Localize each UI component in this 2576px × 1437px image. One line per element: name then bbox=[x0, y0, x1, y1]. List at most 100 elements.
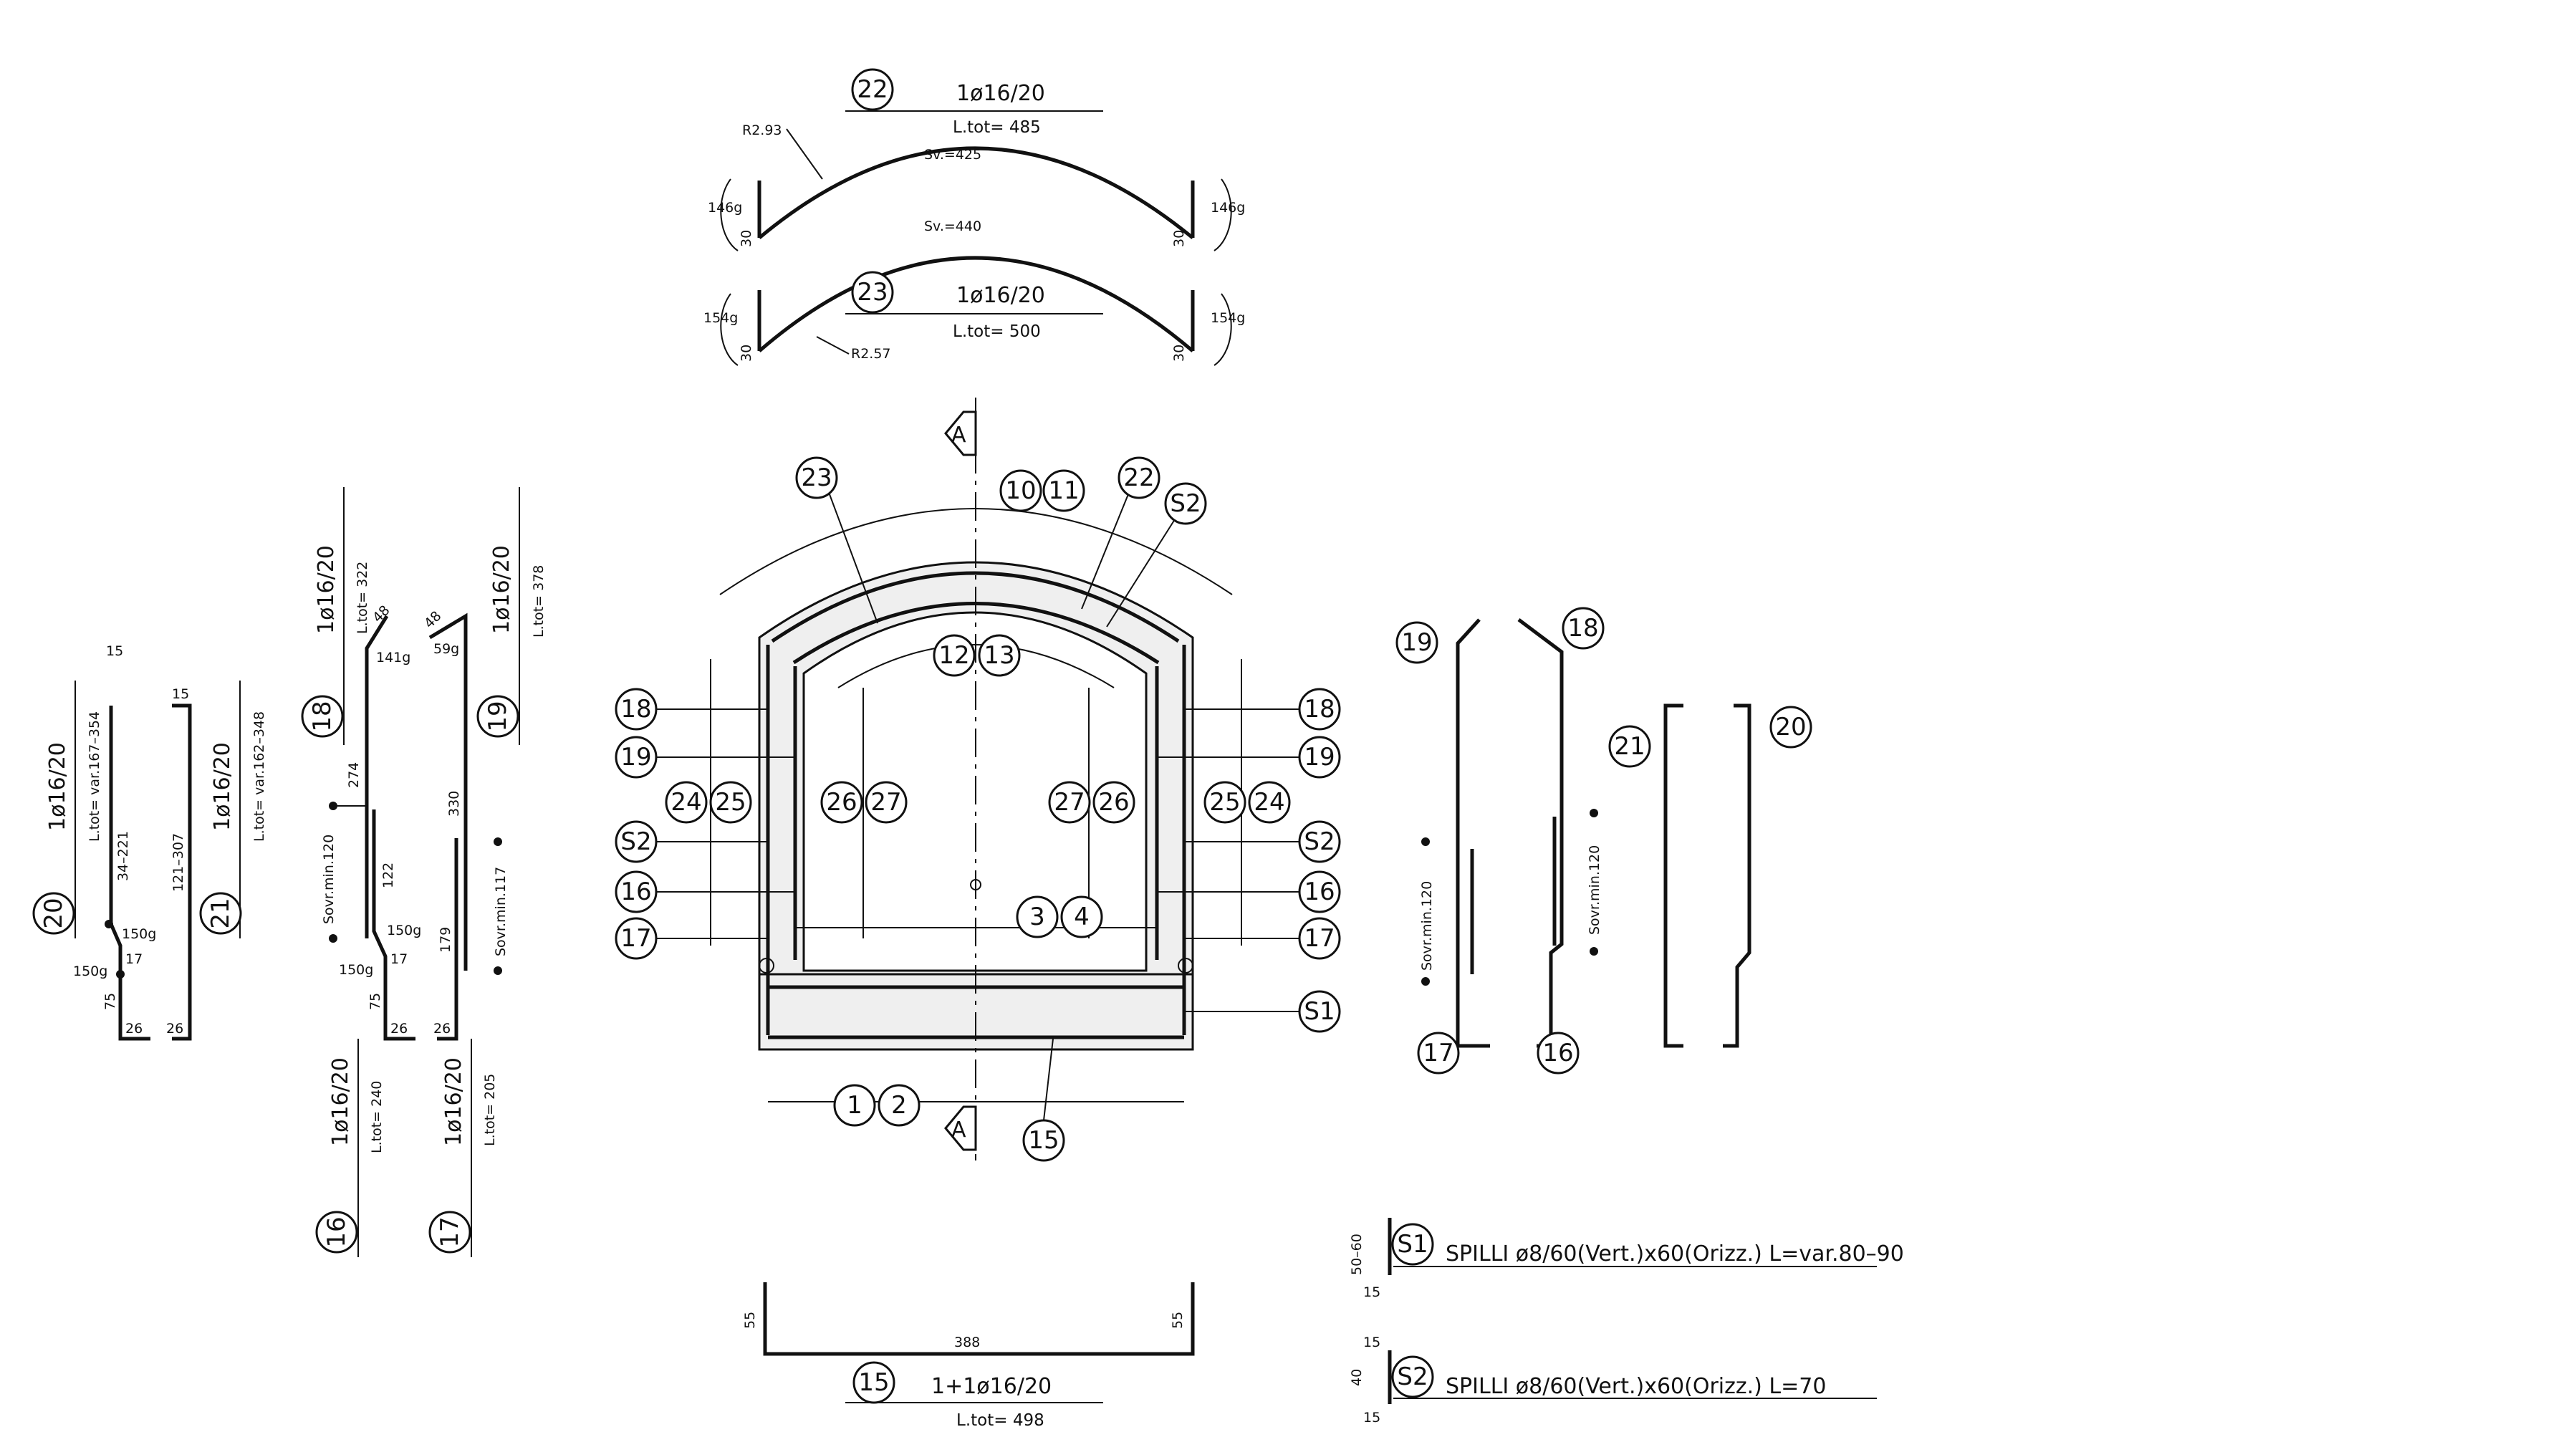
bar-22-detail: 22 1ø16/20 L.tot= 485 Sv.=425 R2.93 146g… bbox=[708, 68, 1245, 251]
section-mark-15: 15 bbox=[1028, 1126, 1059, 1155]
bar-16-mark-circle bbox=[315, 1211, 358, 1254]
section-mark-24-left: 24 bbox=[671, 788, 701, 817]
bar-19-upper: 330 bbox=[446, 791, 462, 817]
bar-18-shape bbox=[365, 615, 389, 938]
bar-21-shape bbox=[172, 703, 192, 1041]
bar-20-angle: 150g bbox=[122, 926, 156, 942]
bar-23-angle-arc-left bbox=[720, 293, 739, 366]
cut-mark-bottom-label: A bbox=[951, 1118, 966, 1143]
right-mark-20: 20 bbox=[1775, 713, 1806, 741]
section-center bbox=[970, 879, 981, 890]
bar-15-leg-right: 55 bbox=[1170, 1312, 1186, 1329]
right-mark-21: 21 bbox=[1614, 732, 1645, 761]
bar-15-leg-left: 55 bbox=[742, 1312, 758, 1329]
bar-20-spec: 1ø16/20 bbox=[45, 742, 70, 831]
section-mark-s1: S1 bbox=[1304, 997, 1335, 1026]
right-shape-21 bbox=[1663, 703, 1683, 1048]
section-mark-19-left: 19 bbox=[620, 743, 651, 772]
bar-18-detail: 1ø16/20 L.tot= 322 48 141g 274 18 Sovr.m… bbox=[301, 487, 410, 943]
bar-19-length: L.tot= 378 bbox=[531, 565, 547, 638]
section-mark-18-left: 18 bbox=[620, 695, 651, 724]
bar-20-detail: 1ø16/20 L.tot= var.167–354 15 34–221 150… bbox=[32, 643, 156, 1041]
bar-23-radius: R2.57 bbox=[851, 346, 891, 362]
bar-23-leg-right: 30 bbox=[1171, 345, 1187, 362]
bar-22-mark: 22 bbox=[857, 75, 888, 104]
section-mark-1: 1 bbox=[847, 1091, 862, 1120]
section-mark-12: 12 bbox=[938, 641, 969, 670]
bar-20-upper: 34–221 bbox=[115, 831, 131, 881]
section-mark-4: 4 bbox=[1074, 903, 1090, 931]
bar-17-length: L.tot= 205 bbox=[482, 1074, 498, 1146]
bar-18-hook: 48 bbox=[370, 602, 393, 626]
bar-20-length: L.tot= var.167–354 bbox=[87, 711, 102, 842]
bar-21-length: L.tot= var.162–348 bbox=[251, 711, 267, 842]
bar-15-mark: 15 bbox=[858, 1368, 889, 1397]
pin-s1-leg2: 15 bbox=[1363, 1284, 1380, 1300]
pin-s1-text: SPILLI ø8/60(Vert.)x60(Orizz.) L=var.80–… bbox=[1446, 1241, 1904, 1267]
bar-22-arc bbox=[758, 146, 1194, 239]
bar-21-mark-circle bbox=[199, 892, 242, 935]
bar-20-mark-circle bbox=[32, 892, 75, 935]
section-mark-3: 3 bbox=[1029, 903, 1045, 931]
cross-section: A A 23 10 11 22 S2 12 13 18 19 24 25 26 … bbox=[615, 398, 1341, 1162]
bar-16-knee: 17 bbox=[390, 951, 408, 967]
bar-21-detail: 1ø16/20 L.tot= var.162–348 15 121–307 26… bbox=[166, 681, 267, 1041]
bar-17-upper: 179 bbox=[438, 927, 453, 953]
bar-23-leg-left: 30 bbox=[739, 345, 754, 362]
pin-s1-detail: 50–60 15 S1 SPILLI ø8/60(Vert.)x60(Orizz… bbox=[1349, 1218, 1904, 1300]
bar-16-angle-2: 150g bbox=[339, 962, 373, 978]
section-mark-s2-left: S2 bbox=[620, 827, 651, 856]
section-mark-22: 22 bbox=[1123, 463, 1154, 492]
bar-19-mark-circle bbox=[476, 695, 519, 738]
bar-16-lower: 75 bbox=[367, 993, 383, 1010]
section-mark-19-right: 19 bbox=[1304, 743, 1335, 772]
right-overlap-label-1: Sovr.min.120 bbox=[1419, 881, 1435, 971]
right-bar-shapes: Sovr.min.120 Sovr.min.120 19 18 17 16 21… bbox=[1395, 607, 1812, 1075]
section-mark-24-right: 24 bbox=[1254, 788, 1284, 817]
pin-s2-text: SPILLI ø8/60(Vert.)x60(Orizz.) L=70 bbox=[1446, 1374, 1826, 1399]
section-mark-26-left: 26 bbox=[826, 788, 857, 817]
section-mark-2: 2 bbox=[891, 1091, 907, 1120]
bar-22-angle-arc-left bbox=[720, 178, 739, 251]
bar-18-angle: 141g bbox=[376, 650, 410, 665]
bar-22-length: L.tot= 485 bbox=[953, 118, 1041, 137]
bar-19-hook: 48 bbox=[421, 608, 445, 632]
cut-mark-top-label: A bbox=[951, 423, 966, 448]
bar-21-foot: 26 bbox=[166, 1021, 183, 1037]
section-mark-11: 11 bbox=[1048, 476, 1079, 505]
bar-23-arc bbox=[758, 256, 1194, 352]
bar-20-shape bbox=[109, 706, 150, 1041]
bar-23-angle-arc-right bbox=[1213, 293, 1232, 366]
bar-16-mark: 16 bbox=[322, 1216, 351, 1247]
right-mark-19: 19 bbox=[1401, 628, 1432, 657]
section-leaders bbox=[656, 494, 1299, 1121]
right-mark-16: 16 bbox=[1542, 1039, 1573, 1067]
section-mark-25-left: 25 bbox=[715, 788, 746, 817]
bar-19-shape bbox=[428, 612, 468, 971]
bar-18-spec: 1ø16/20 bbox=[314, 545, 339, 634]
pin-s1-leg1: 50–60 bbox=[1349, 1234, 1365, 1275]
bar-18-upper: 274 bbox=[346, 762, 362, 788]
bar-16-upper: 122 bbox=[380, 862, 396, 888]
right-shape-20 bbox=[1723, 703, 1751, 1048]
pin-s1-mark: S1 bbox=[1397, 1230, 1428, 1259]
bar-23-radius-leader bbox=[816, 336, 850, 355]
right-mark-18: 18 bbox=[1567, 614, 1598, 643]
pin-s2-leg3: 15 bbox=[1363, 1335, 1380, 1350]
bar-20-knee: 17 bbox=[125, 951, 143, 967]
bar-22-angle-arc-right bbox=[1213, 178, 1232, 251]
bar-16-length: L.tot= 240 bbox=[369, 1081, 385, 1153]
section-mark-13: 13 bbox=[984, 641, 1014, 670]
bar-22-spec: 1ø16/20 bbox=[956, 81, 1045, 106]
section-mark-18-right: 18 bbox=[1304, 695, 1335, 724]
bar-22-radius-leader bbox=[786, 128, 823, 180]
bar-20-mark: 20 bbox=[39, 898, 68, 928]
bar-19-angle: 59g bbox=[433, 641, 459, 657]
section-mark-27-right: 27 bbox=[1054, 788, 1085, 817]
bar-23-angle-right: 154g bbox=[1211, 310, 1245, 326]
bar-16-detail: 1ø16/20 L.tot= 240 122 150g 150g 17 75 2… bbox=[315, 809, 421, 1257]
bar-23-length: L.tot= 500 bbox=[953, 322, 1041, 341]
bar-16-foot: 26 bbox=[390, 1021, 408, 1037]
section-mark-16-left: 16 bbox=[620, 878, 651, 906]
